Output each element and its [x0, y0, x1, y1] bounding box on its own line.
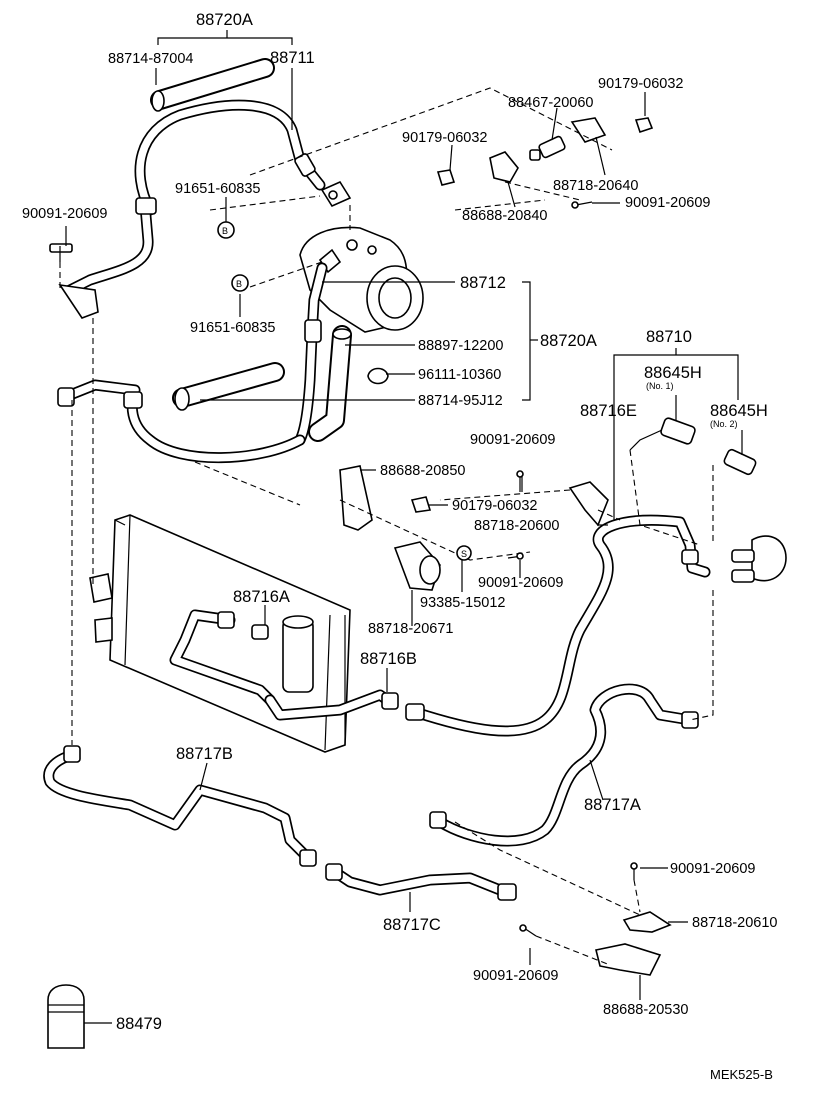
label-90179-06032-c: 90179-06032 [452, 498, 537, 514]
switch-88645H-no2 [723, 448, 757, 476]
pipe-88716A [169, 609, 276, 706]
bolt-90091-e [630, 862, 638, 880]
bracket-88688-20840 [489, 151, 519, 183]
label-88718-20600: 88718-20600 [474, 518, 559, 534]
hose-sleeve-88714-95J12 [172, 362, 285, 411]
hose-88712 [294, 262, 328, 446]
label-88718-20610: 88718-20610 [692, 915, 777, 931]
label-88717A: 88717A [584, 796, 641, 814]
label-88467-20060: 88467-20060 [508, 95, 593, 111]
label-90179-06032-b: 90179-06032 [402, 130, 487, 146]
label-90091-20609-c: 90091-20609 [470, 432, 555, 448]
bolt-90091-f [519, 924, 537, 937]
pipe-88717B [43, 745, 317, 867]
bracket-88718-20640 [570, 117, 607, 143]
bracket-88688-20850 [339, 465, 373, 531]
hose-88711 [134, 99, 326, 216]
label-88717B: 88717B [176, 745, 233, 763]
receiver-drier [282, 615, 314, 693]
label-88688-20840: 88688-20840 [462, 208, 547, 224]
callout-b-1: B [222, 226, 228, 236]
nut-90179-c [410, 496, 432, 513]
suction-pipe-lower [57, 379, 306, 464]
label-88714-95J12: 88714-95J12 [418, 393, 503, 409]
callout-b-2: B [236, 279, 242, 289]
pipe-connector-right [731, 535, 787, 583]
label-88720A-mid: 88720A [540, 332, 597, 350]
label-88717C: 88717C [383, 916, 441, 934]
label-90091-20609-f: 90091-20609 [473, 968, 558, 984]
label-88710: 88710 [646, 328, 692, 346]
label-88718-20671: 88718-20671 [368, 621, 453, 637]
label-88720A-top: 88720A [196, 11, 253, 29]
label-90091-20609-a: 90091-20609 [22, 206, 107, 222]
bolt-90091-d [507, 552, 524, 560]
bolt-90091-c [516, 470, 524, 492]
bolt-90091-b [571, 201, 593, 209]
dashed-assembly-lines [59, 87, 714, 966]
clip-96111-10360 [367, 367, 389, 385]
pipe-88717C [325, 863, 517, 901]
label-91651-60835-a: 91651-60835 [175, 181, 260, 197]
label-90091-20609-d: 90091-20609 [478, 575, 563, 591]
hose-sleeve-88714-87004 [150, 58, 275, 112]
pipe-88716B [264, 689, 399, 721]
pipe-88717A [429, 683, 699, 847]
label-88714-87004: 88714-87004 [108, 51, 193, 67]
condenser-mount [89, 573, 113, 643]
label-88712: 88712 [460, 274, 506, 292]
callout-b-circle-1 [217, 221, 235, 239]
bracket-88718-20671 [393, 541, 441, 591]
callout-s-circle [456, 545, 472, 561]
label-88718-20640: 88718-20640 [553, 178, 638, 194]
leader-lines [65, 30, 743, 1024]
switch-88645H-no1 [629, 417, 696, 451]
oil-bottle-88479 [47, 984, 85, 1049]
nut-90179-b [436, 169, 456, 186]
label-93385-15012: 93385-15012 [420, 595, 505, 611]
label-91651-60835-b: 91651-60835 [190, 320, 275, 336]
pipe-88716E [405, 514, 711, 737]
label-no1: (No. 1) [646, 381, 674, 391]
label-88711: 88711 [270, 49, 315, 67]
pressure-switch-88467 [529, 135, 566, 161]
label-no2: (No. 2) [710, 419, 738, 429]
diagram-code: MEK525-B [710, 1067, 773, 1082]
label-88716E: 88716E [580, 402, 637, 420]
label-88645H-no2: 88645H [710, 402, 768, 420]
clamp-88718-20610 [622, 911, 672, 933]
label-88645H-no1: 88645H [644, 364, 702, 382]
label-90179-06032-a: 90179-06032 [598, 76, 683, 92]
label-88716B: 88716B [360, 650, 417, 668]
label-88716A: 88716A [233, 588, 290, 606]
callout-s: S [461, 549, 467, 559]
label-96111-10360: 96111-10360 [418, 367, 501, 383]
nut-90179-a [634, 117, 654, 134]
label-88897-12200: 88897-12200 [418, 338, 503, 354]
labels: 88720A 88714-87004 88711 90179-06032 884… [22, 11, 777, 1082]
hose-sleeve-88897-12200 [308, 325, 352, 442]
bracket-88688-20530 [595, 943, 662, 976]
label-88688-20530: 88688-20530 [603, 1002, 688, 1018]
label-88479: 88479 [116, 1015, 162, 1033]
callout-b-circle-2 [231, 274, 249, 292]
bracket-88718-20600 [568, 481, 609, 527]
label-90091-20609-b: 90091-20609 [625, 195, 710, 211]
label-88688-20850: 88688-20850 [380, 463, 465, 479]
label-90091-20609-e: 90091-20609 [670, 861, 755, 877]
compressor-fitting [320, 180, 352, 208]
